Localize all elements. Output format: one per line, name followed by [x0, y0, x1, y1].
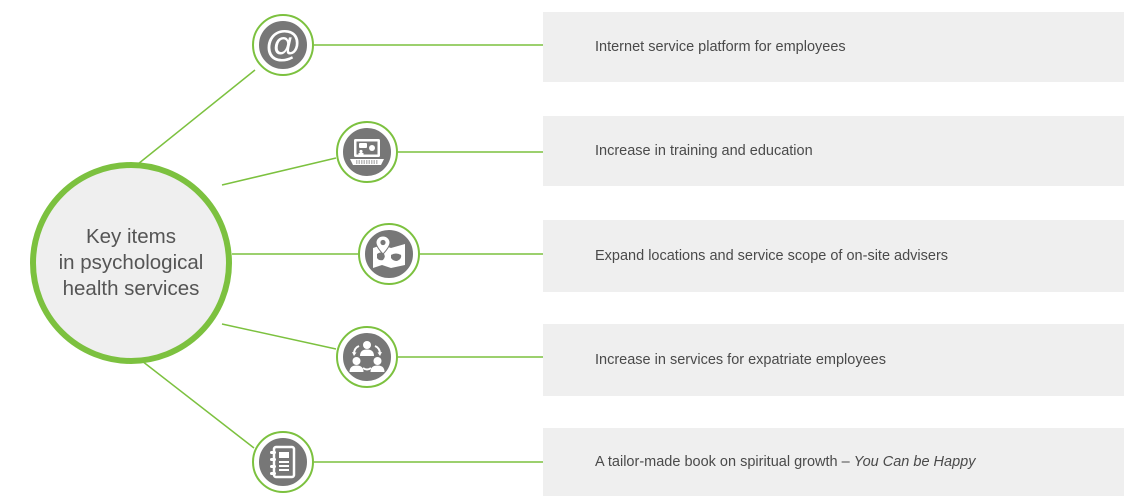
icon-node-3 [358, 223, 420, 285]
item-label-2: Increase in training and education [595, 143, 813, 159]
book-title: You Can be Happy [853, 454, 976, 470]
item-label-5: A tailor-made book on spiritual growth –… [595, 454, 975, 470]
icon-node-4 [336, 326, 398, 388]
people-exchange-icon [341, 331, 393, 383]
svg-text:@: @ [265, 25, 300, 64]
icon-node-2 [336, 121, 398, 183]
hub-title-line-2: in psychological [58, 251, 204, 274]
item-box-3: Expand locations and service scope of on… [543, 220, 1124, 292]
laptop-chat-icon [341, 126, 393, 178]
hub-title: Key items in psychological health servic… [59, 224, 204, 302]
item-box-4: Increase in services for expatriate empl… [543, 324, 1124, 396]
at-sign-icon: @ [257, 19, 309, 71]
hub-title-line-3: health services [62, 277, 200, 300]
item-box-2: Increase in training and education [543, 116, 1124, 186]
connector-hub-to-icon-1 [137, 69, 256, 165]
item-box-5: A tailor-made book on spiritual growth –… [543, 428, 1124, 496]
icon-node-5 [252, 431, 314, 493]
connector-hub-to-icon-2 [221, 157, 337, 186]
icon-node-1: @ [252, 14, 314, 76]
item-label-1: Internet service platform for employees [595, 39, 846, 55]
notebook-icon [257, 436, 309, 488]
connector-hub-to-icon-4 [221, 323, 337, 350]
item-box-1: Internet service platform for employees [543, 12, 1124, 82]
hub-title-line-1: Key items [85, 225, 176, 248]
connector-hub-to-icon-5 [141, 360, 255, 449]
item-label-4: Increase in services for expatriate empl… [595, 352, 886, 368]
central-hub: Key items in psychological health servic… [30, 162, 232, 364]
item-label-5-text: A tailor-made book on spiritual growth – [595, 454, 854, 470]
item-label-3: Expand locations and service scope of on… [595, 248, 949, 264]
map-location-icon [363, 228, 415, 280]
